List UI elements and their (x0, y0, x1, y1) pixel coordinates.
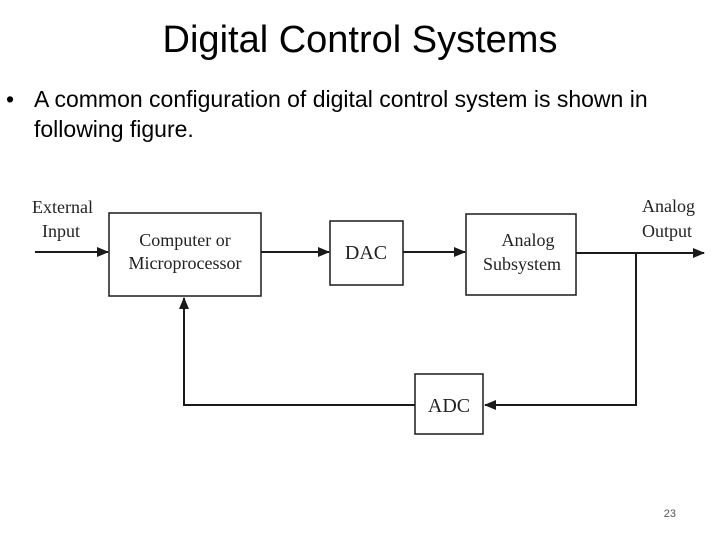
analog-subsystem-label-line2: Subsystem (483, 254, 561, 274)
feedback-to-adc-line (484, 253, 637, 410)
external-input-label-line1: External (32, 197, 93, 217)
bullet-dot-icon: • (6, 86, 15, 112)
analog-output-label-line1: Analog (642, 196, 695, 216)
computer-block-label-line1: Computer or (139, 230, 231, 250)
page-number: 23 (663, 508, 676, 520)
feedback-to-computer-line (179, 297, 415, 406)
dac-block (329, 220, 404, 286)
adc-block-label: ADC (428, 395, 470, 417)
analog-output-label-line2: Output (642, 221, 692, 241)
bullet-text: A common configuration of digital contro… (34, 86, 648, 142)
bullet-point: • A common configuration of digital cont… (6, 84, 706, 144)
slide-title: Digital Control Systems (162, 19, 558, 61)
external-input-label-line2: Input (42, 221, 80, 241)
computer-block-label-line2: Microprocessor (129, 253, 242, 273)
analog-subsystem-label-line1: Analog (502, 230, 555, 250)
computer-block (108, 212, 262, 297)
dac-block-label: DAC (345, 242, 387, 264)
analog-subsystem-block (465, 213, 577, 296)
